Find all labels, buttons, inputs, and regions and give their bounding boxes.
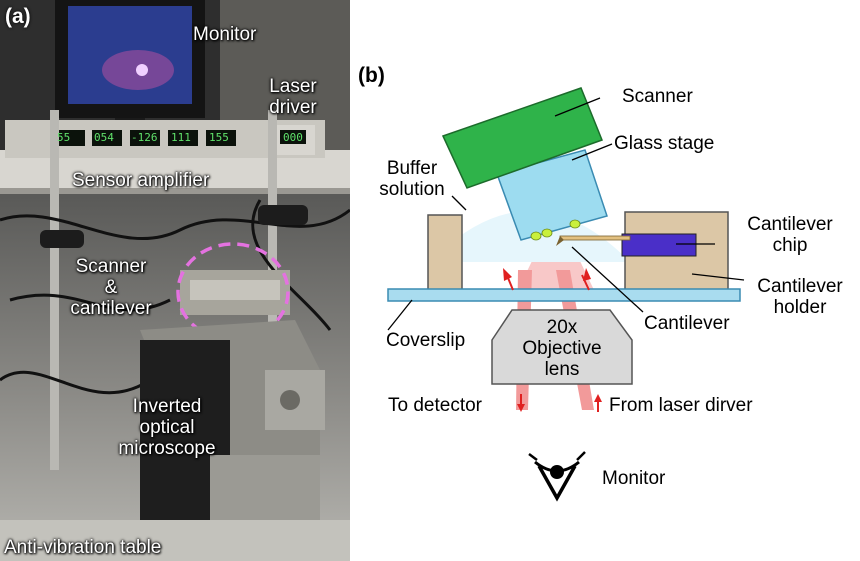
laser-driver-label: Laser driver — [258, 76, 328, 118]
monitor-label-b: Monitor — [602, 468, 666, 489]
cantilever-holder-label-line2: holder — [773, 297, 827, 318]
coverslip — [387, 288, 741, 302]
cantilever-holder-label-line1: Cantilever — [757, 276, 843, 297]
buffer-solution-label-line1: Buffer — [386, 158, 438, 179]
monitor-label: Monitor — [193, 24, 257, 45]
laser-readout: 000 — [283, 131, 303, 144]
objective-lens-label-line3: lens — [544, 359, 580, 380]
coverslip-label: Coverslip — [386, 330, 466, 351]
sample-1 — [530, 231, 542, 241]
laser-driver-label-line1: Laser — [269, 76, 317, 97]
glass-stage-label: Glass stage — [614, 133, 715, 154]
cantilever-beam — [559, 235, 631, 241]
microscope-label: Inverted optical microscope — [108, 396, 226, 459]
buffer-solution-label-line2: solution — [379, 179, 445, 200]
buffer-solution-label: Buffer solution — [372, 158, 452, 200]
readout-1: 55 — [57, 131, 71, 144]
microscope-label-line3: microscope — [118, 438, 216, 459]
sample-3 — [569, 219, 581, 229]
support-rod-left — [50, 110, 59, 470]
holder-left — [427, 214, 463, 291]
scanner-cantilever-label-line2: & — [104, 277, 118, 298]
cantilever-tip — [556, 236, 564, 246]
photo-panel: (a) Monitor Laser driver Sensor amplifie… — [0, 0, 350, 561]
anti-vibration-table-label: Anti-vibration table — [4, 537, 162, 558]
eye-icon — [528, 451, 586, 502]
cantilever-chip-label-line1: Cantilever — [747, 214, 833, 235]
scanner-cantilever-label-line1: Scanner — [75, 256, 147, 277]
microscope-label-line1: Inverted — [132, 396, 202, 417]
panel-b-label: (b) — [358, 64, 385, 87]
photo-illustration — [0, 0, 350, 561]
readout-2: 054 — [94, 131, 114, 144]
panel-a-label: (a) — [5, 5, 31, 28]
readout-4: 111 — [171, 131, 191, 144]
sample-2 — [541, 228, 553, 238]
objective-lens-label-line1: 20x — [546, 317, 578, 338]
scanner-block — [176, 242, 290, 342]
glass-stage — [496, 149, 608, 241]
scanner-cantilever-label-line3: cantilever — [70, 298, 152, 319]
cantilever-chip-label: Cantilever chip — [738, 214, 842, 256]
microscope-label-line2: optical — [139, 417, 195, 438]
laser-direction-arrows — [503, 268, 602, 412]
table-surface — [0, 520, 350, 561]
sensor-amplifier-label: Sensor amplifier — [72, 170, 210, 191]
laser-driver-label-line2: driver — [269, 97, 317, 118]
cantilever-chip-label-line2: chip — [772, 235, 808, 256]
objective-lens-label-line2: Objective — [522, 338, 602, 359]
scanner-cantilever-label: Scanner & cantilever — [56, 256, 166, 319]
readout-5: 155 — [209, 131, 229, 144]
cantilever-holder-label: Cantilever holder — [748, 276, 852, 318]
objective-lens — [491, 309, 633, 385]
microscope-body — [140, 320, 325, 545]
monitor-device — [55, 0, 205, 126]
readout-3: -126 — [131, 131, 158, 144]
objective-lens-label: 20x Objective lens — [497, 317, 627, 380]
leader-lines — [387, 97, 745, 331]
to-detector-label: To detector — [388, 395, 482, 416]
cantilever-chip — [621, 233, 697, 257]
cantilever-label: Cantilever — [644, 313, 730, 334]
from-laser-driver-label: From laser dirver — [609, 395, 753, 416]
support-rod-right — [268, 110, 277, 360]
scanner-label: Scanner — [622, 86, 693, 107]
